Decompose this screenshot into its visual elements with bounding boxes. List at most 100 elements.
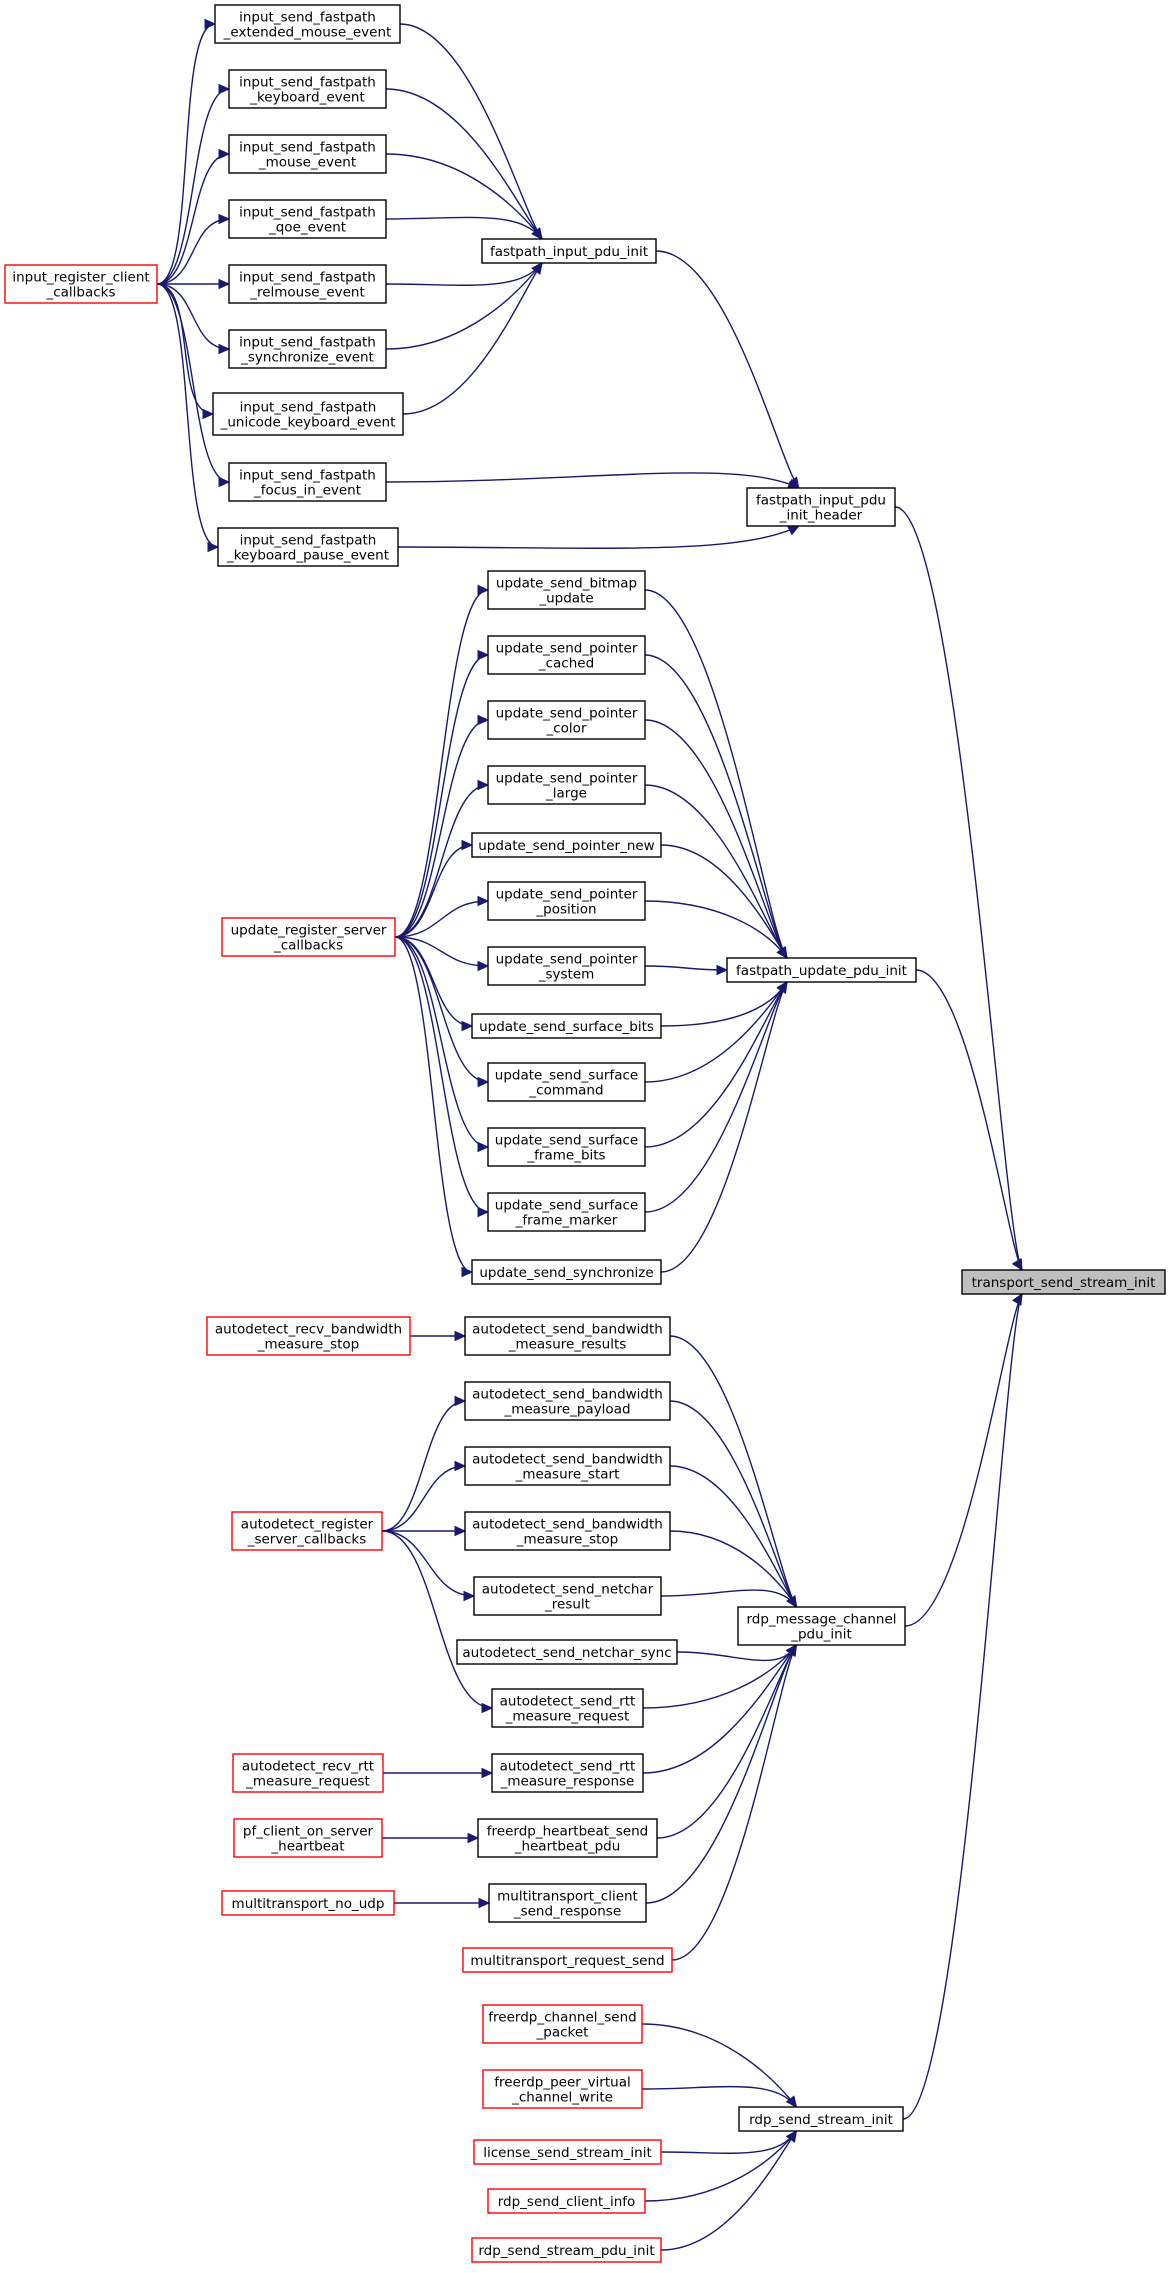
- node-license-send-stream-init[interactable]: license_send_stream_init: [473, 2139, 662, 2165]
- node-update-send-bitmap-update[interactable]: update_send_bitmap_update: [487, 570, 646, 610]
- node-box[interactable]: [487, 570, 646, 610]
- node-box[interactable]: [464, 1511, 671, 1551]
- node-update-send-pointer-large[interactable]: update_send_pointer_large: [487, 765, 646, 805]
- node-freerdp-peer-virtual-channel-write[interactable]: freerdp_peer_virtual_channel_write: [482, 2069, 643, 2109]
- node-update-send-pointer-color[interactable]: update_send_pointer_color: [487, 700, 646, 740]
- node-box[interactable]: [487, 1127, 646, 1167]
- node-update-send-synchronize[interactable]: update_send_synchronize: [471, 1259, 662, 1285]
- node-box[interactable]: [746, 487, 896, 527]
- node-box[interactable]: [487, 700, 646, 740]
- node-box[interactable]: [487, 946, 646, 986]
- node-update-send-pointer-system[interactable]: update_send_pointer_system: [487, 946, 646, 986]
- node-box[interactable]: [491, 1688, 644, 1728]
- node-box[interactable]: [961, 1269, 1166, 1295]
- node-input-send-fastpath-keyboard-pause-event[interactable]: input_send_fastpath_keyboard_pause_event: [217, 527, 399, 567]
- node-box[interactable]: [464, 1446, 671, 1486]
- node-box[interactable]: [456, 1639, 678, 1665]
- node-input-send-fastpath-focus-in-event[interactable]: input_send_fastpath_focus_in_event: [228, 462, 387, 502]
- node-autodetect-send-bandwidth-measure-results[interactable]: autodetect_send_bandwidth_measure_result…: [464, 1316, 671, 1356]
- node-box[interactable]: [482, 2069, 643, 2109]
- node-box[interactable]: [488, 1883, 647, 1923]
- node-input-send-fastpath-relmouse-event[interactable]: input_send_fastpath_relmouse_event: [228, 264, 387, 304]
- node-box[interactable]: [217, 527, 399, 567]
- node-box[interactable]: [481, 238, 657, 264]
- node-update-send-surface-frame-bits[interactable]: update_send_surface_frame_bits: [487, 1127, 646, 1167]
- node-input-send-fastpath-synchronize-event[interactable]: input_send_fastpath_synchronize_event: [228, 329, 387, 369]
- node-fastpath-input-pdu-init-header[interactable]: fastpath_input_pdu_init_header: [746, 487, 896, 527]
- node-autodetect-recv-bandwidth-measure-stop[interactable]: autodetect_recv_bandwidth_measure_stop: [206, 1316, 411, 1356]
- node-update-send-surface-command[interactable]: update_send_surface_command: [487, 1062, 646, 1102]
- node-box[interactable]: [233, 1818, 383, 1858]
- node-autodetect-send-bandwidth-measure-stop[interactable]: autodetect_send_bandwidth_measure_stop: [464, 1511, 671, 1551]
- node-update-send-surface-bits[interactable]: update_send_surface_bits: [471, 1013, 662, 1039]
- node-update-send-pointer-cached[interactable]: update_send_pointer_cached: [487, 635, 646, 675]
- node-box[interactable]: [471, 2237, 662, 2263]
- node-fastpath-update-pdu-init[interactable]: fastpath_update_pdu_init: [726, 957, 917, 983]
- node-rdp-send-client-info[interactable]: rdp_send_client_info: [487, 2188, 646, 2214]
- node-box[interactable]: [482, 2004, 643, 2044]
- node-autodetect-register-server-callbacks[interactable]: autodetect_register_server_callbacks: [231, 1511, 383, 1551]
- node-fastpath-input-pdu-init[interactable]: fastpath_input_pdu_init: [481, 238, 657, 264]
- node-pf-client-on-server-heartbeat[interactable]: pf_client_on_server_heartbeat: [233, 1818, 383, 1858]
- node-box[interactable]: [232, 1753, 384, 1793]
- node-box[interactable]: [231, 1511, 383, 1551]
- node-box[interactable]: [4, 264, 158, 304]
- node-box[interactable]: [487, 1062, 646, 1102]
- node-box[interactable]: [464, 1316, 671, 1356]
- node-box[interactable]: [214, 4, 401, 44]
- node-transport-send-stream-init[interactable]: transport_send_stream_init: [961, 1269, 1166, 1295]
- node-box[interactable]: [473, 2139, 662, 2165]
- node-box[interactable]: [487, 1192, 646, 1232]
- node-box[interactable]: [212, 392, 404, 436]
- node-autodetect-send-bandwidth-measure-start[interactable]: autodetect_send_bandwidth_measure_start: [464, 1446, 671, 1486]
- node-box[interactable]: [487, 881, 646, 921]
- node-box[interactable]: [487, 2188, 646, 2214]
- node-input-send-fastpath-qoe-event[interactable]: input_send_fastpath_qoe_event: [228, 199, 387, 239]
- node-input-send-fastpath-keyboard-event[interactable]: input_send_fastpath_keyboard_event: [228, 69, 387, 109]
- node-input-send-fastpath-mouse-event[interactable]: input_send_fastpath_mouse_event: [228, 134, 387, 174]
- node-box[interactable]: [221, 1890, 395, 1916]
- node-box[interactable]: [228, 199, 387, 239]
- node-box[interactable]: [228, 329, 387, 369]
- node-autodetect-send-netchar-result[interactable]: autodetect_send_netchar_result: [473, 1576, 662, 1616]
- node-input-send-fastpath-unicode-keyboard-event[interactable]: input_send_fastpath_unicode_keyboard_eve…: [212, 392, 404, 436]
- node-box[interactable]: [221, 917, 396, 957]
- node-box[interactable]: [491, 1753, 644, 1793]
- node-box[interactable]: [206, 1316, 411, 1356]
- node-update-send-pointer-position[interactable]: update_send_pointer_position: [487, 881, 646, 921]
- node-freerdp-heartbeat-send-heartbeat-pdu[interactable]: freerdp_heartbeat_send_heartbeat_pdu: [477, 1818, 658, 1858]
- node-rdp-message-channel-pdu-init[interactable]: rdp_message_channel_pdu_init: [737, 1606, 906, 1646]
- node-box[interactable]: [462, 1947, 673, 1973]
- node-update-send-surface-frame-marker[interactable]: update_send_surface_frame_marker: [487, 1192, 646, 1232]
- node-box[interactable]: [477, 1818, 658, 1858]
- node-box[interactable]: [487, 765, 646, 805]
- node-box[interactable]: [473, 1576, 662, 1616]
- node-autodetect-send-bandwidth-measure-payload[interactable]: autodetect_send_bandwidth_measure_payloa…: [464, 1381, 671, 1421]
- node-box[interactable]: [464, 1381, 671, 1421]
- node-input-send-fastpath-extended-mouse-event[interactable]: input_send_fastpath_extended_mouse_event: [214, 4, 401, 44]
- node-rdp-send-stream-pdu-init[interactable]: rdp_send_stream_pdu_init: [471, 2237, 662, 2263]
- node-box[interactable]: [228, 134, 387, 174]
- node-box[interactable]: [471, 1013, 662, 1039]
- node-box[interactable]: [737, 1606, 906, 1646]
- node-multitransport-client-send-response[interactable]: multitransport_client_send_response: [488, 1883, 647, 1923]
- node-autodetect-send-netchar-sync[interactable]: autodetect_send_netchar_sync: [456, 1639, 678, 1665]
- node-box[interactable]: [726, 957, 917, 983]
- node-update-register-server-callbacks[interactable]: update_register_server_callbacks: [221, 917, 396, 957]
- node-input-register-client-callbacks[interactable]: input_register_client_callbacks: [4, 264, 158, 304]
- node-multitransport-no-udp[interactable]: multitransport_no_udp: [221, 1890, 395, 1916]
- node-rdp-send-stream-init[interactable]: rdp_send_stream_init: [738, 2106, 904, 2132]
- node-autodetect-send-rtt-measure-response[interactable]: autodetect_send_rtt_measure_response: [491, 1753, 644, 1793]
- node-box[interactable]: [228, 264, 387, 304]
- node-autodetect-send-rtt-measure-request[interactable]: autodetect_send_rtt_measure_request: [491, 1688, 644, 1728]
- node-box[interactable]: [487, 635, 646, 675]
- node-update-send-pointer-new[interactable]: update_send_pointer_new: [471, 832, 662, 858]
- node-freerdp-channel-send-packet[interactable]: freerdp_channel_send_packet: [482, 2004, 643, 2044]
- node-box[interactable]: [471, 1259, 662, 1285]
- node-box[interactable]: [228, 69, 387, 109]
- node-autodetect-recv-rtt-measure-request[interactable]: autodetect_recv_rtt_measure_request: [232, 1753, 384, 1793]
- node-multitransport-request-send[interactable]: multitransport_request_send: [462, 1947, 673, 1973]
- node-box[interactable]: [738, 2106, 904, 2132]
- node-box[interactable]: [471, 832, 662, 858]
- node-box[interactable]: [228, 462, 387, 502]
